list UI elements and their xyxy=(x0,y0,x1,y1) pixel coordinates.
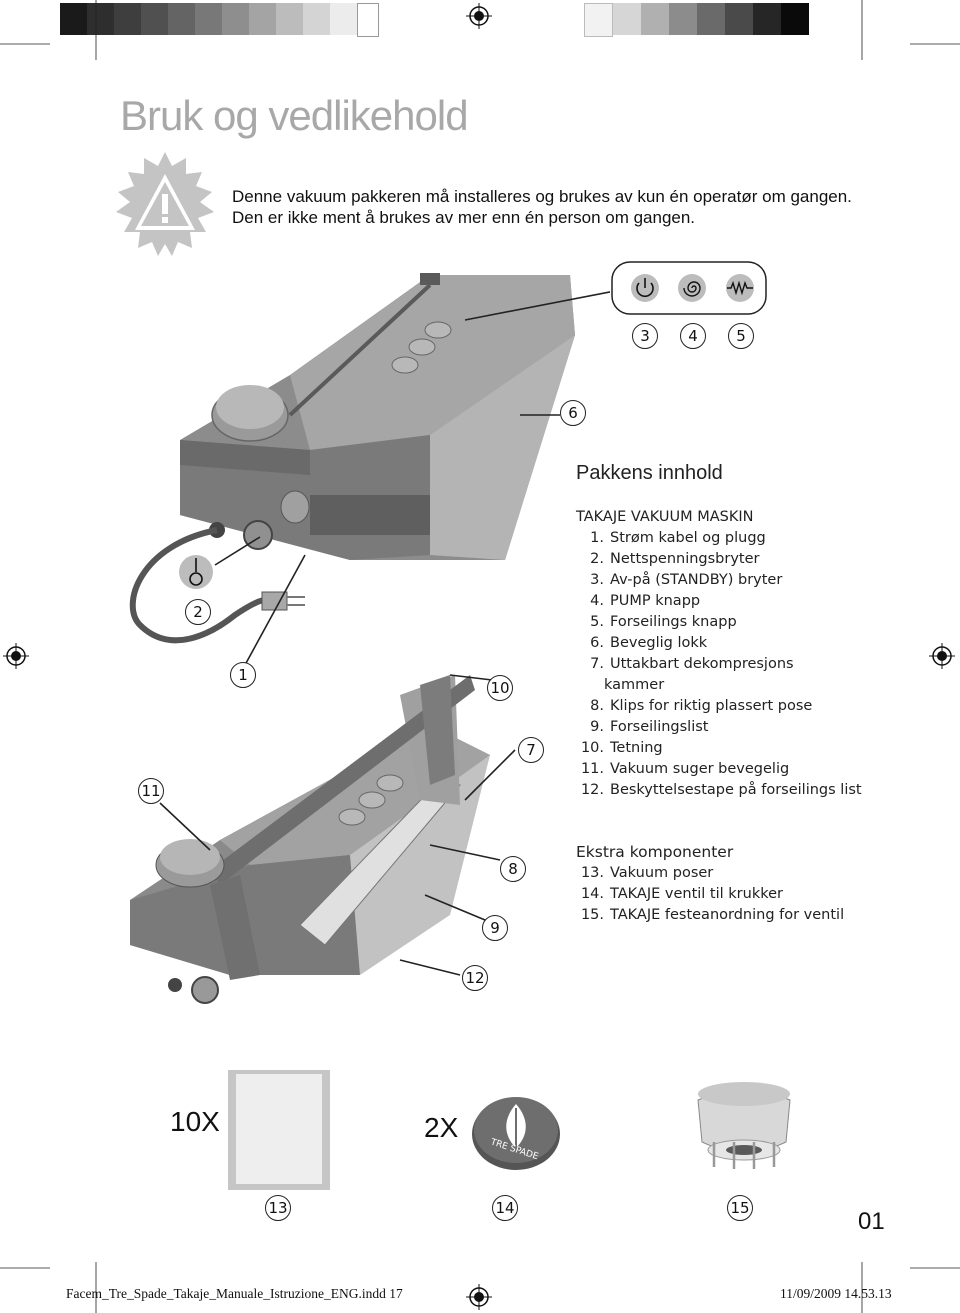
warning-triangle-icon xyxy=(116,152,214,256)
list-item: 12.Beskyttelsestape på forseilings list xyxy=(580,782,862,798)
list-item: 1.Strøm kabel og plugg xyxy=(590,530,766,546)
machine-name: TAKAJE VAKUUM MASKIN xyxy=(576,509,754,525)
list-item: 6.Beveglig lokk xyxy=(590,635,708,651)
callout-15: 15 xyxy=(727,1195,753,1221)
callout-9: 9 xyxy=(482,915,508,941)
extras-list: Ekstra komponenter 13.Vakuum poser 14.TA… xyxy=(576,842,916,926)
registration-mark-bottom xyxy=(466,1284,492,1310)
footer-datetime: 11/09/2009 14.53.13 xyxy=(780,1286,892,1301)
mains-switch-icon xyxy=(179,555,213,589)
list-item: 2.Nettspenningsbryter xyxy=(590,551,760,567)
list-item: 5.Forseilings knapp xyxy=(590,614,737,630)
heat-seal-icon xyxy=(726,274,754,302)
callout-13: 13 xyxy=(265,1195,291,1221)
valve-quantity: 2X xyxy=(424,1112,459,1143)
valve-logo-image: TRE SPADE xyxy=(472,1097,560,1170)
registration-mark-right xyxy=(929,643,955,669)
control-panel-box xyxy=(611,261,767,315)
list-item: 8.Klips for riktig plassert pose xyxy=(590,698,813,714)
page-number: 01 xyxy=(858,1208,885,1235)
contents-heading: Pakkens innhold xyxy=(576,462,723,484)
page-title: Bruk og vedlikehold xyxy=(120,92,469,139)
list-item: 15.TAKAJE festeanordning for ventil xyxy=(580,907,845,923)
list-item: 9.Forseilingslist xyxy=(590,719,709,735)
callout-7: 7 xyxy=(518,737,544,763)
vacuum-machine-illustration xyxy=(129,273,610,1004)
callout-5: 5 xyxy=(728,323,754,349)
callout-6: 6 xyxy=(560,400,586,426)
valve-fixture-image xyxy=(697,1082,791,1169)
footer-filename: Facem_Tre_Spade_Takaje_Manuale_Istruzion… xyxy=(66,1286,403,1301)
list-item: 13.Vakuum poser xyxy=(580,865,714,881)
list-item: 3.Av-på (STANDBY) bryter xyxy=(590,572,783,588)
callout-2: 2 xyxy=(185,599,211,625)
power-icon xyxy=(631,274,659,302)
color-bar-left xyxy=(60,3,379,37)
bags-quantity: 10X xyxy=(170,1106,220,1137)
list-item: 7.Uttakbart dekompresjons xyxy=(590,656,794,672)
callout-4: 4 xyxy=(680,323,706,349)
callout-8: 8 xyxy=(500,856,526,882)
list-item: 4.PUMP knapp xyxy=(590,593,701,609)
warning-line-2: Den er ikke ment å brukes av mer enn én … xyxy=(232,208,696,227)
warning-line-1: Denne vakuum pakkeren må installeres og … xyxy=(232,187,852,206)
color-bar-right xyxy=(584,3,809,37)
registration-mark-top xyxy=(466,3,492,29)
warning-text: Denne vakuum pakkeren må installeres og … xyxy=(232,186,852,228)
list-item: 10.Tetning xyxy=(580,740,663,756)
contents-list: TAKAJE VAKUUM MASKIN 1.Strøm kabel og pl… xyxy=(576,507,916,801)
registration-mark-left xyxy=(3,643,29,669)
spiral-pump-icon xyxy=(678,274,706,302)
list-item: 11.Vakuum suger bevegelig xyxy=(580,761,790,777)
callout-14: 14 xyxy=(492,1195,518,1221)
list-item: 14.TAKAJE ventil til krukker xyxy=(580,886,783,902)
callout-1: 1 xyxy=(230,662,256,688)
list-item-continuation: kammer xyxy=(604,677,665,693)
machine-open xyxy=(130,675,490,1004)
callout-11: 11 xyxy=(138,778,164,804)
extras-heading: Ekstra komponenter xyxy=(576,843,734,861)
machine-closed xyxy=(129,273,575,644)
callout-12: 12 xyxy=(462,965,488,991)
callout-10: 10 xyxy=(487,675,513,701)
callout-3: 3 xyxy=(632,323,658,349)
vacuum-bag-image xyxy=(228,1070,330,1190)
